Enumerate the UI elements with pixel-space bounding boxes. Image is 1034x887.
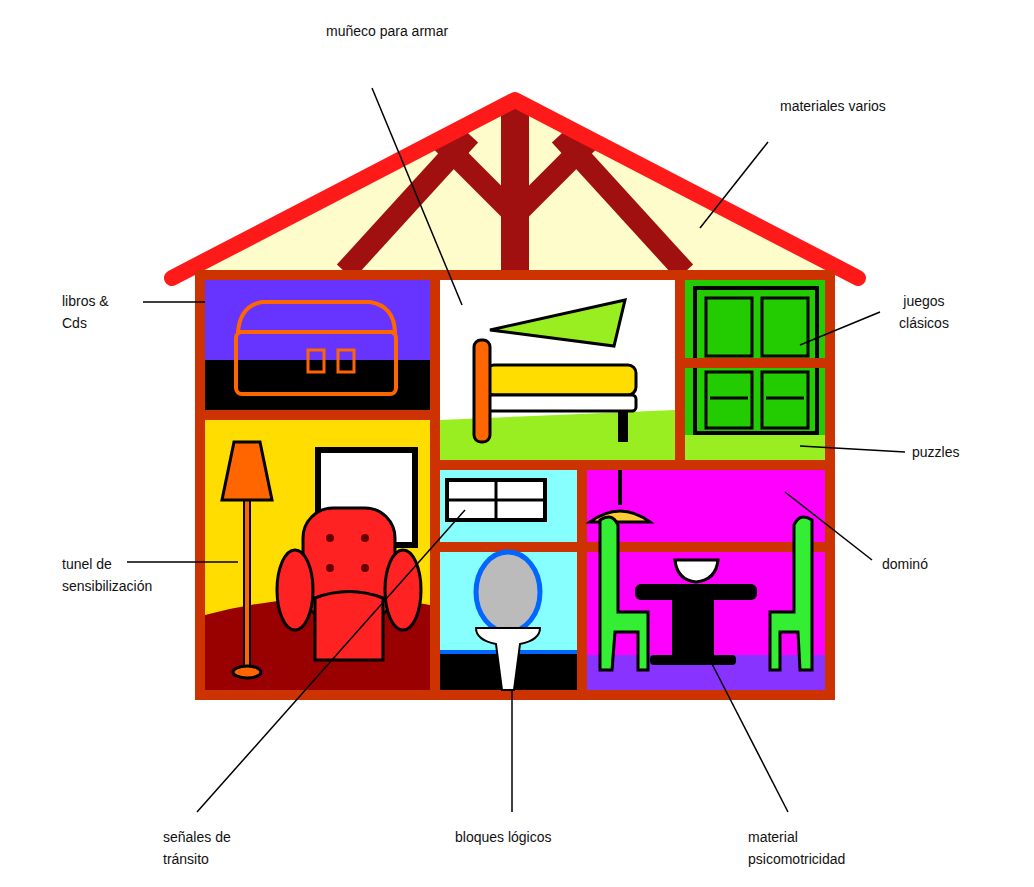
cabinet-room-part bbox=[710, 397, 748, 400]
leader-lines-part bbox=[800, 446, 905, 452]
roof-part bbox=[172, 100, 858, 278]
living-room-part bbox=[245, 500, 249, 668]
dining-room-part bbox=[650, 655, 736, 665]
living-room-part bbox=[233, 666, 261, 678]
callout-label: materiales varios bbox=[780, 95, 886, 117]
living-room-part bbox=[205, 420, 430, 690]
cabinet-room-part bbox=[685, 358, 825, 368]
leader-lines-part bbox=[127, 561, 238, 563]
leader-lines-part bbox=[785, 492, 872, 560]
chest-room-part bbox=[205, 280, 430, 410]
living-room-part bbox=[326, 534, 334, 542]
cabinet-room-part bbox=[762, 372, 808, 428]
dining-room-part bbox=[587, 655, 825, 690]
callout-label: libros & Cds bbox=[62, 290, 112, 334]
roof-part bbox=[440, 140, 515, 215]
chest-room-part bbox=[338, 350, 354, 372]
cabinet-room-part bbox=[685, 280, 825, 460]
living-room-part bbox=[243, 500, 251, 668]
house-frame-part bbox=[195, 270, 835, 700]
roof bbox=[172, 100, 858, 278]
bathroom-part bbox=[476, 552, 540, 632]
dining-room-part bbox=[618, 470, 622, 505]
dining-room-part bbox=[600, 517, 648, 670]
chest-room-part bbox=[236, 332, 396, 394]
leader-lines-part bbox=[143, 301, 205, 303]
leader-lines-part bbox=[700, 142, 768, 228]
callout-label: dominó bbox=[882, 553, 928, 575]
bedroom-part bbox=[486, 395, 636, 411]
chest-room-part bbox=[238, 302, 395, 332]
bedroom bbox=[440, 280, 675, 460]
house-frame bbox=[195, 270, 835, 700]
living-room-part bbox=[222, 442, 272, 500]
living-room-part bbox=[315, 592, 383, 661]
dining-room-part bbox=[770, 517, 812, 670]
cabinet-room-part bbox=[762, 298, 808, 356]
callout-label: tunel de sensibilización bbox=[62, 553, 180, 597]
chest-room bbox=[205, 280, 430, 410]
dining-room-part bbox=[675, 560, 718, 582]
leader-lines-part bbox=[710, 660, 788, 812]
bedroom-part bbox=[486, 365, 636, 395]
cabinet-room-part bbox=[685, 435, 825, 460]
dining-room bbox=[587, 470, 825, 690]
dining-room-part bbox=[672, 598, 714, 660]
bathroom bbox=[440, 470, 577, 690]
callout-label: puzzles bbox=[912, 441, 959, 463]
cabinet-room-part bbox=[766, 397, 804, 400]
cabinet-room-part bbox=[706, 298, 752, 356]
living-room-part bbox=[326, 564, 334, 572]
living-room-part bbox=[277, 550, 313, 630]
cabinet-room-part bbox=[706, 372, 752, 428]
bathroom-part bbox=[440, 470, 577, 690]
bathroom-part bbox=[476, 628, 540, 690]
dining-room-part bbox=[587, 542, 825, 552]
callout-label: señales de tránsito bbox=[163, 826, 245, 870]
dining-room-part bbox=[587, 470, 825, 690]
living-room-part bbox=[361, 564, 369, 572]
roof-part bbox=[515, 140, 590, 215]
cabinet-room bbox=[685, 280, 825, 460]
living-room-part bbox=[361, 534, 369, 542]
bedroom-part bbox=[440, 280, 675, 460]
living-room-part bbox=[385, 550, 421, 630]
bathroom-part bbox=[447, 499, 545, 502]
leader-lines bbox=[127, 88, 905, 812]
callout-label: muñeco para armar bbox=[326, 20, 448, 42]
leader-lines-part bbox=[197, 510, 465, 812]
leader-lines-part bbox=[372, 88, 462, 305]
bedroom-part bbox=[490, 300, 625, 346]
chest-room-part bbox=[308, 350, 324, 372]
callout-label: bloques lógicos bbox=[455, 826, 552, 848]
leader-lines-part bbox=[800, 312, 880, 345]
callout-label: juegos clásicos bbox=[886, 290, 962, 334]
leader-lines-part bbox=[511, 690, 513, 812]
dining-room-part bbox=[635, 584, 757, 600]
callout-label: material psicomotricidad bbox=[748, 826, 870, 870]
bedroom-part bbox=[618, 410, 628, 442]
roof-part bbox=[501, 105, 529, 272]
living-room bbox=[205, 420, 430, 690]
bedroom-part bbox=[474, 340, 490, 442]
